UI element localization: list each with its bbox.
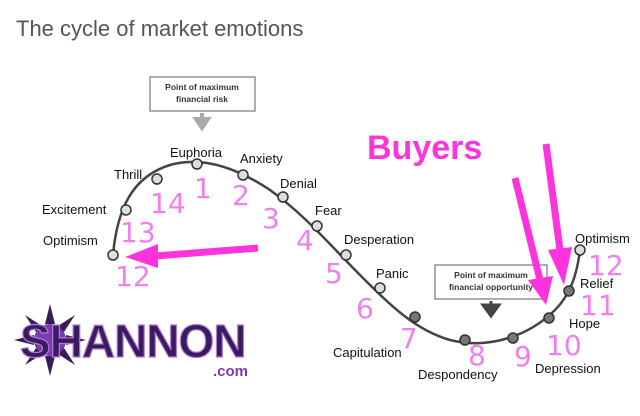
stage-number: 2	[232, 179, 250, 212]
stage-label: Optimism	[43, 233, 98, 248]
stage-number: 8	[468, 339, 486, 372]
logo-wordmark: SHANNON	[20, 315, 246, 367]
stage-label: Denial	[280, 176, 317, 191]
max-risk-callout: Point of maximum financial risk	[149, 76, 256, 132]
max-opportunity-line2: financial opportunity	[449, 282, 533, 292]
stage-number: 14	[150, 187, 186, 220]
stage-number: 12	[115, 260, 151, 293]
arrow-left-icon	[125, 244, 158, 268]
buyers-label: Buyers	[367, 129, 482, 167]
stage-node	[120, 204, 132, 216]
stage-label: Capitulation	[333, 345, 402, 360]
stage-number: 9	[514, 340, 532, 373]
stage-number: 13	[120, 216, 156, 249]
stage-node	[277, 191, 289, 203]
sun-icon	[14, 304, 86, 376]
max-opportunity-callout: Point of maximum financial opportunity	[434, 264, 548, 319]
stage-node	[543, 312, 555, 324]
stage-node	[237, 169, 249, 181]
max-risk-box	[149, 76, 256, 112]
stage-number: 4	[296, 224, 314, 257]
stage-number: 5	[325, 257, 343, 290]
stage-label: Desperation	[344, 232, 414, 247]
stage-label: Panic	[376, 266, 409, 281]
arrow-down-icon	[548, 247, 572, 285]
max-risk-line2: financial risk	[176, 94, 228, 104]
shannon-logo: SHANNON .com	[14, 304, 248, 380]
stage-number: 6	[356, 292, 374, 325]
stage-node	[574, 244, 586, 256]
stage-node	[151, 173, 163, 185]
stage-number: 1	[194, 172, 212, 205]
buyer-arrows	[125, 143, 572, 305]
stage-node	[409, 311, 421, 323]
stage-node	[459, 334, 471, 346]
stage-node	[507, 332, 519, 344]
stage-label: Thrill	[114, 167, 142, 182]
stage-number: 10	[546, 329, 582, 362]
stage-label: Euphoria	[170, 145, 223, 160]
stage-label: Optimism	[575, 231, 630, 246]
return-arrow-shaft	[154, 244, 259, 260]
stage-label: Anxiety	[240, 151, 283, 166]
stage-label: Excitement	[42, 202, 107, 217]
stage-node	[107, 249, 119, 261]
stage-label: Fear	[315, 203, 342, 218]
stage-node	[374, 282, 386, 294]
stage-label: Depression	[535, 361, 601, 376]
stage-node	[563, 285, 575, 297]
stage-number: 11	[580, 289, 616, 322]
stage-label: Relief	[580, 276, 614, 291]
buyer-arrow-2-shaft	[542, 143, 564, 251]
stage-number: 3	[262, 202, 280, 235]
down-arrow-icon	[480, 301, 502, 319]
buyer-arrow-1-shaft	[511, 177, 544, 281]
page-title: The cycle of market emotions	[16, 16, 303, 41]
stage-label: Hope	[569, 316, 600, 331]
stage-nodes: Optimism 12 Excitement 13 Thrill 14 Euphoria 1 A…	[42, 145, 630, 382]
logo-domain: .com	[213, 363, 248, 380]
stage-label: Despondency	[418, 367, 498, 382]
max-risk-line1: Point of maximum	[165, 82, 239, 92]
stage-node	[191, 158, 203, 170]
down-arrow-icon	[192, 113, 212, 132]
arrow-down-icon	[528, 276, 553, 305]
stage-number: 12	[588, 249, 624, 282]
stage-node	[311, 220, 323, 232]
stage-node	[340, 249, 352, 261]
max-opportunity-line1: Point of maximum	[454, 270, 528, 280]
stage-number: 7	[400, 322, 418, 355]
